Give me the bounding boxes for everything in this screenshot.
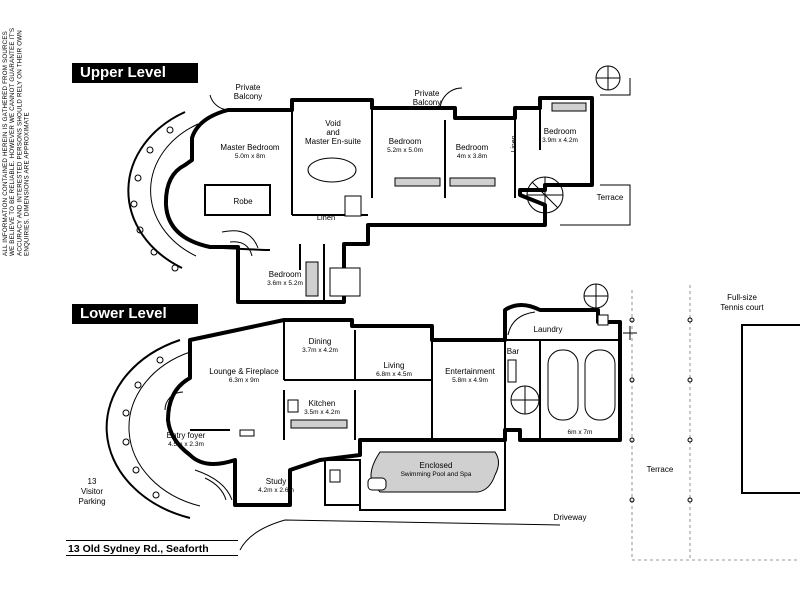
lower-curved-terrace-inner — [128, 351, 201, 507]
door-swing — [439, 87, 463, 111]
laundry-curve — [507, 311, 536, 336]
kitchen-label: Kitchen — [309, 399, 336, 408]
living-dims: 6.8m x 4.5m — [376, 371, 412, 378]
spiral-stair-treads — [584, 284, 608, 308]
spiral-stair-treads — [527, 177, 563, 213]
toilet-icon — [329, 469, 341, 483]
master-bedroom-dims: 5.0m x 8m — [235, 153, 265, 160]
private-balcony-1-line2: Balcony — [234, 92, 262, 101]
robe-fixture — [449, 177, 496, 187]
void-label-line1: Void — [325, 119, 341, 128]
private-balcony-2-line1: Private — [415, 89, 440, 98]
entertainment-label: Entertainment — [445, 367, 496, 376]
kitchen-bench-fixture — [290, 419, 348, 429]
robe-fixture — [394, 177, 441, 187]
entry-foyer-label: Entry foyer — [167, 431, 206, 440]
linen-1-label: Linen — [317, 213, 335, 222]
bedroom-1-dims: 5.2m x 5.0m — [387, 147, 423, 154]
upper-balcony-posts — [130, 126, 179, 272]
bedroom-2-dims: 4m x 3.8m — [457, 153, 487, 160]
bar-label: Bar — [507, 347, 520, 356]
fireplace-icon — [239, 429, 255, 437]
spa-bath-icon — [307, 157, 357, 183]
compass-cross-icon — [623, 326, 637, 340]
bedroom-4-dims: 3.6m x 5.2m — [267, 280, 303, 287]
bedroom-3-dims: 3.9m x 4.2m — [542, 137, 578, 144]
robe-fixture — [305, 261, 319, 297]
kitchen-dims: 3.5m x 4.2m — [304, 409, 340, 416]
lounge-label: Lounge & Fireplace — [209, 367, 279, 376]
lower-exterior-walls — [166, 303, 622, 507]
study-label: Study — [266, 477, 286, 486]
robe-fixture — [551, 102, 587, 112]
upper-interior-walls — [204, 100, 541, 300]
visitor-parking-line3: Parking — [78, 497, 105, 506]
visitor-parking-line1: 13 — [88, 477, 97, 486]
pool-enclosure-walls — [359, 439, 506, 511]
laundry-label: Laundry — [534, 325, 563, 334]
swimming-pool — [370, 451, 499, 493]
entertainment-dims: 5.8m x 4.9m — [452, 377, 488, 384]
stove-icon — [287, 399, 299, 413]
lower-interior-walls — [190, 320, 620, 440]
upper-level-title: Upper Level — [72, 63, 198, 83]
upper-level-plan — [127, 65, 631, 304]
door-swing — [164, 391, 184, 411]
tennis-court-outline — [741, 324, 800, 494]
private-balcony-1-line1: Private — [236, 83, 261, 92]
master-bedroom-label: Master Bedroom — [220, 143, 279, 152]
dining-dims: 3.7m x 4.2m — [302, 347, 338, 354]
garage-dims: 6m x 7m — [568, 429, 593, 436]
driveway-edge — [239, 519, 561, 551]
bar-counter — [507, 359, 517, 383]
robe-label: Robe — [233, 197, 253, 206]
door-swing — [209, 94, 229, 111]
car-icon — [584, 349, 616, 421]
property-address: 13 Old Sydney Rd., Seaforth — [66, 540, 238, 556]
lounge-dims: 6.3m x 9m — [229, 377, 259, 384]
site-boundary — [631, 285, 800, 561]
lower-level-plan — [105, 283, 800, 561]
void-label-line3: Master En-suite — [305, 137, 362, 146]
lower-terrace-posts — [122, 356, 164, 499]
lower-level-labels: Dining 3.7m x 4.2m Lounge & Fireplace 6.… — [78, 293, 764, 522]
bedroom-2-label: Bedroom — [456, 143, 489, 152]
tennis-court-line1: Full-size — [727, 293, 757, 302]
stair-landing — [600, 78, 631, 96]
lower-terrace-label: Terrace — [647, 465, 674, 474]
void-label-line2: and — [326, 128, 339, 137]
boundary-posts — [629, 317, 693, 503]
entry-foyer-dims: 4.5m x 2.3m — [168, 441, 204, 448]
terrace-outline — [560, 184, 631, 226]
visitor-parking-line2: Visitor — [81, 487, 103, 496]
laundry-tub-icon — [597, 314, 609, 326]
upper-level-labels: Master Bedroom 5.0m x 8m Robe Private Ba… — [220, 83, 623, 287]
linen-2-label: Linen — [511, 135, 518, 152]
pool-label-line2: Swimming Pool and Spa — [401, 471, 472, 478]
lower-level-title: Lower Level — [72, 304, 198, 324]
bedroom-3-label: Bedroom — [544, 127, 577, 136]
upper-stair-curve — [221, 230, 259, 257]
lower-curved-terrace-outer — [105, 339, 191, 519]
bath-fixture-icon — [329, 267, 361, 297]
study-dims: 4.2m x 2.6m — [258, 487, 294, 494]
upper-curved-balcony-outer — [127, 111, 186, 269]
spiral-stair-treads — [596, 66, 620, 90]
tennis-court-line2: Tennis court — [720, 303, 764, 312]
bedroom-4-label: Bedroom — [269, 270, 302, 279]
dining-label: Dining — [309, 337, 332, 346]
driveway-label: Driveway — [554, 513, 587, 522]
car-icon — [547, 349, 579, 421]
spiral-stair-treads — [511, 386, 539, 414]
private-balcony-2-line2: Balcony — [413, 98, 441, 107]
lower-stair-curve — [194, 469, 233, 501]
living-label: Living — [384, 361, 405, 370]
pool-label-line1: Enclosed — [420, 461, 453, 470]
upper-curved-balcony-inner — [150, 123, 199, 257]
toilet-icon — [344, 195, 362, 217]
bedroom-1-label: Bedroom — [389, 137, 422, 146]
upper-terrace-label: Terrace — [597, 193, 624, 202]
spa-icon — [367, 477, 387, 491]
